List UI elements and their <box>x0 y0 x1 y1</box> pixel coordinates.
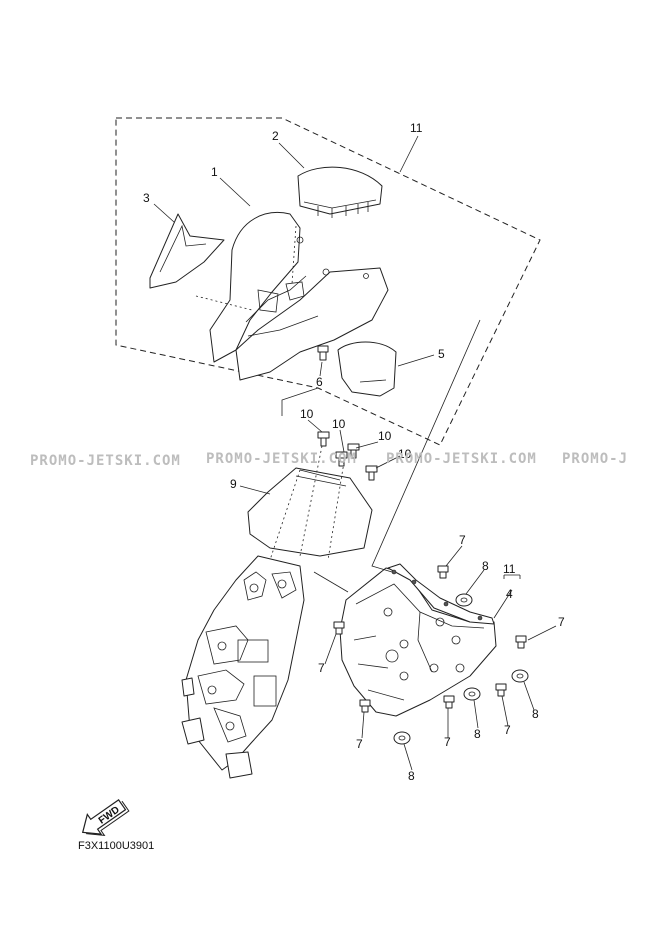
part-7-screws <box>333 565 527 713</box>
part-6-screw <box>317 345 329 361</box>
callout-10-c: 10 <box>378 429 392 443</box>
watermark-1: PROMO-JETSKI.COM <box>30 453 181 469</box>
callout-labels: 1 2 3 11 5 6 10 10 10 10 9 7 8 11 4 7 7 … <box>143 121 565 783</box>
callout-10-a: 10 <box>300 407 314 421</box>
assembly-boundary-11 <box>115 117 541 446</box>
watermark-2: PROMO-JETSKI.COM <box>206 451 357 467</box>
callout-9: 9 <box>230 477 237 491</box>
watermark-4: PROMO-J <box>562 451 628 467</box>
callout-11-lower: 11 <box>503 562 516 576</box>
watermarks: PROMO-JETSKI.COM PROMO-JETSKI.COM PROMO-… <box>30 451 628 469</box>
callout-8-b: 8 <box>532 707 539 721</box>
part-9-shield <box>247 467 373 557</box>
callout-3: 3 <box>143 191 150 205</box>
callout-1: 1 <box>211 165 218 179</box>
part-8-collars <box>393 593 529 745</box>
callout-7-b: 7 <box>558 615 565 629</box>
part-5-cover <box>337 341 397 397</box>
fwd-arrow-icon: FWD <box>81 799 130 837</box>
part-1-upper-cover <box>209 212 389 381</box>
part-10-screws <box>317 431 378 481</box>
part-4-lower-cover <box>339 563 497 717</box>
callout-10-b: 10 <box>332 417 346 431</box>
callout-4: 4 <box>506 587 513 601</box>
callout-7-e: 7 <box>444 735 451 749</box>
drawing-code: F3X1100U3901 <box>78 840 154 852</box>
callout-8-d: 8 <box>408 769 415 783</box>
callout-7-c: 7 <box>318 661 325 675</box>
callout-7-a: 7 <box>459 533 466 547</box>
callout-10-d: 10 <box>398 447 412 461</box>
callout-2: 2 <box>272 129 279 143</box>
part-3-side-panel <box>149 213 225 289</box>
steering-frame <box>181 555 305 779</box>
callout-8-c: 8 <box>474 727 481 741</box>
leader-lines <box>153 135 557 771</box>
callout-8-a: 8 <box>482 559 489 573</box>
callout-11-top: 11 <box>410 121 423 135</box>
part-2-meter-cover <box>297 166 383 218</box>
callout-6: 6 <box>316 375 323 389</box>
callout-5: 5 <box>438 347 445 361</box>
alignment-lines <box>195 225 481 593</box>
callout-7-f: 7 <box>504 723 511 737</box>
callout-7-d: 7 <box>356 737 363 751</box>
watermark-3: PROMO-JETSKI.COM <box>386 451 537 467</box>
